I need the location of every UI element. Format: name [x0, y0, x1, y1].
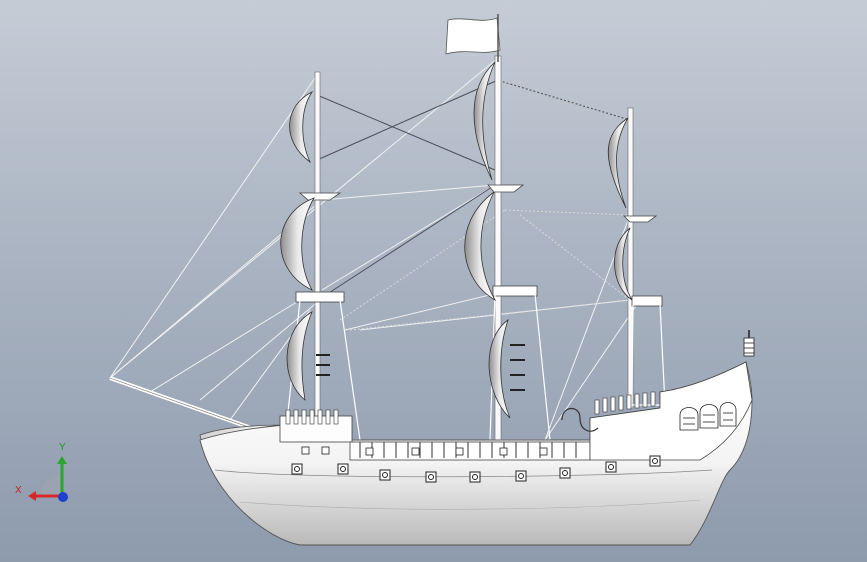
tops	[295, 184, 663, 307]
fore-mast	[314, 71, 321, 443]
fore-lower	[286, 311, 313, 401]
main-lower	[488, 318, 511, 419]
upper-ports	[301, 446, 548, 456]
triad-axes-icon	[28, 456, 68, 502]
z-axis-dot	[58, 492, 68, 502]
stern-lantern	[743, 330, 755, 357]
x-axis-label: X	[15, 485, 22, 496]
mizzen-course	[614, 227, 633, 301]
flag	[445, 17, 501, 55]
stern-windows	[679, 402, 737, 431]
stair-scroll	[561, 407, 599, 432]
reference-triad[interactable]: X Y	[10, 440, 80, 510]
hull	[199, 361, 753, 546]
ratlines	[316, 344, 525, 391]
fore-topsail	[289, 91, 314, 164]
rigging	[109, 57, 641, 441]
sails	[280, 61, 633, 419]
balustrade	[285, 391, 656, 425]
main-course	[464, 191, 497, 302]
main-topsail	[473, 61, 496, 181]
gun-ports	[291, 455, 661, 483]
mizzen-topsail	[607, 117, 629, 209]
y-axis-label: Y	[59, 442, 66, 453]
quarterdeck	[589, 361, 753, 461]
fore-course	[280, 197, 315, 291]
forecastle	[279, 415, 353, 443]
waist-rail	[349, 441, 591, 461]
